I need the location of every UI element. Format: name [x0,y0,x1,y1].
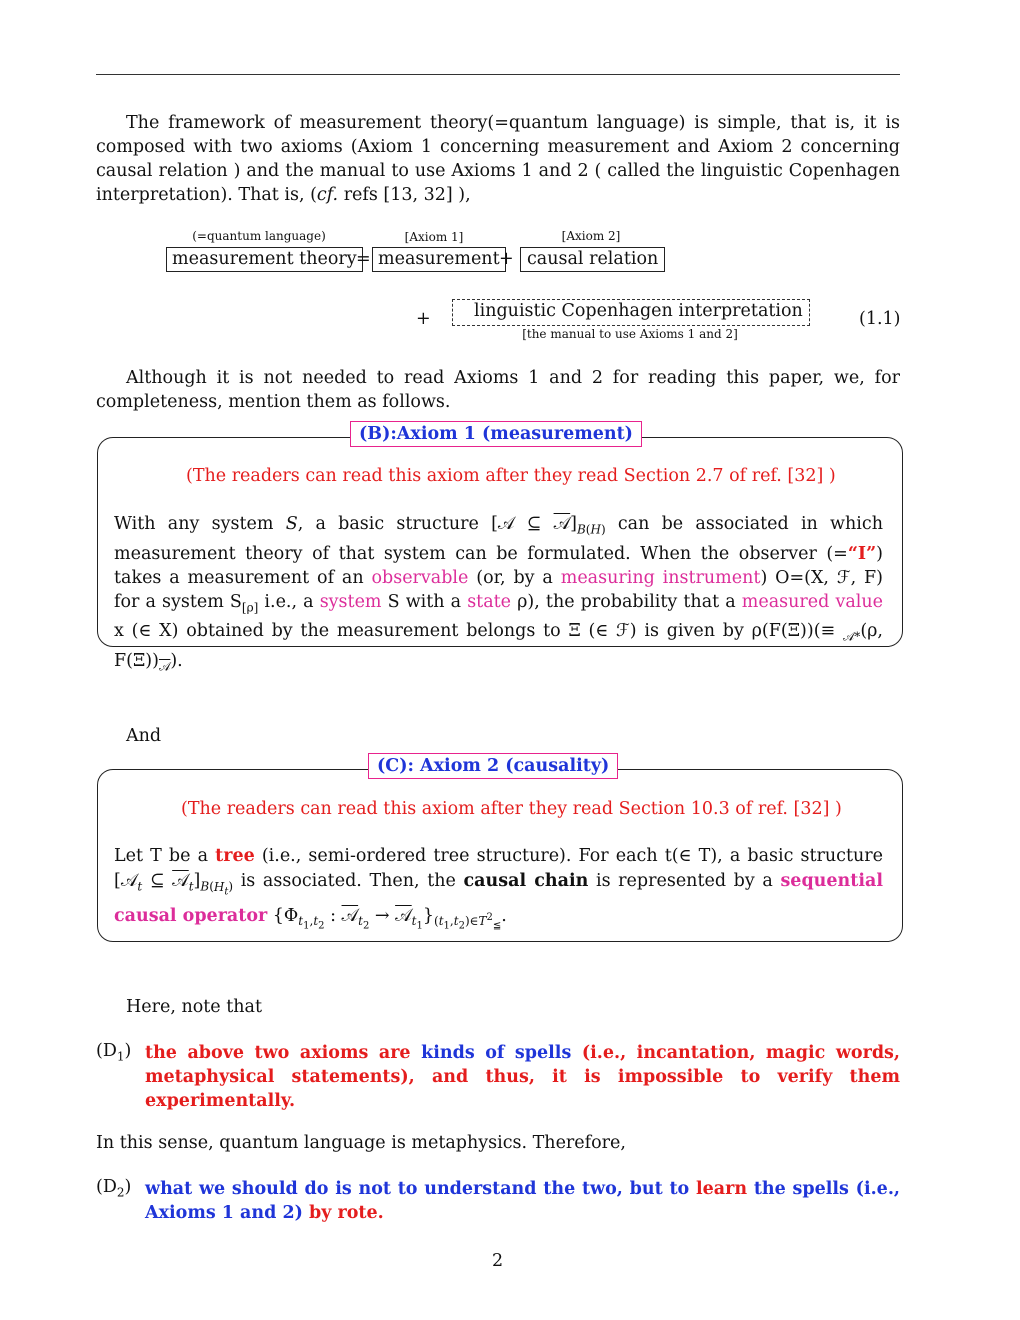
paragraph-although: Although it is not needed to read Axioms… [96,368,900,412]
d2-label: (D2) [96,1177,132,1200]
by-rote: by rote. [309,1203,384,1223]
cf-abbrev: cf. [316,185,339,205]
learn-word: learn [695,1179,748,1199]
intro-text: The framework of measurement theory(=qua… [96,113,900,205]
axiom-2-title: (C): Axiom 2 (causality) [368,753,619,779]
label-quantum-language: (=quantum language) [192,229,326,243]
label-axiom-2: [Axiom 2] [561,229,621,243]
here-note: Here, note that [126,997,262,1017]
box-measurement: measurement [372,247,506,272]
page-number: 2 [492,1251,504,1271]
header-rule [96,74,900,75]
axiom-2-note: (The readers can read this axiom after t… [181,799,842,819]
axiom-1-note: (The readers can read this axiom after t… [186,466,836,486]
term-tree: tree [215,846,255,866]
metaphysics-sentence: In this sense, quantum language is metap… [96,1133,626,1153]
d1-label: (D1) [96,1041,132,1064]
term-measuring-instrument: measuring instrument [560,567,761,588]
equation-number: (1.1) [859,309,901,329]
term-state: state [467,591,512,612]
intro-refs: refs [13, 32] ), [338,185,471,205]
dashed-box-lci [452,299,810,326]
axiom-1-body: With any system S, a basic structure [𝒜 … [114,514,883,673]
kinds-of-spells: kinds of spells [421,1043,572,1063]
d2-statement: what we should do is not to understand t… [145,1179,900,1223]
eq-sign: = [356,249,371,269]
plus-sign-2: + [416,309,431,329]
box-measurement-theory: measurement theory [166,247,363,272]
term-measured-value: measured value [741,591,883,612]
plus-sign-1: + [499,249,514,269]
box-causal-relation: causal relation [520,247,666,272]
label-manual: [the manual to use Axioms 1 and 2] [522,327,738,341]
lci-text: linguistic Copenhagen interpretation [474,301,803,321]
and-label: And [126,726,162,746]
d1-statement: the above two axioms are kinds of spells… [145,1043,900,1111]
axiom-2-body: Let T be a tree (i.e., semi-ordered tree… [114,846,883,932]
term-system: system [319,591,382,612]
term-observable: observable [371,567,469,588]
observer-i: “I” [847,543,877,564]
axiom-1-title: (B):Axiom 1 (measurement) [350,421,642,447]
label-axiom-1: [Axiom 1] [404,230,464,244]
term-sequential-causal-operator: sequential causal operator [114,871,883,926]
term-causal-chain: causal chain [463,871,589,891]
intro-paragraph: The framework of measurement theory(=qua… [96,111,900,207]
